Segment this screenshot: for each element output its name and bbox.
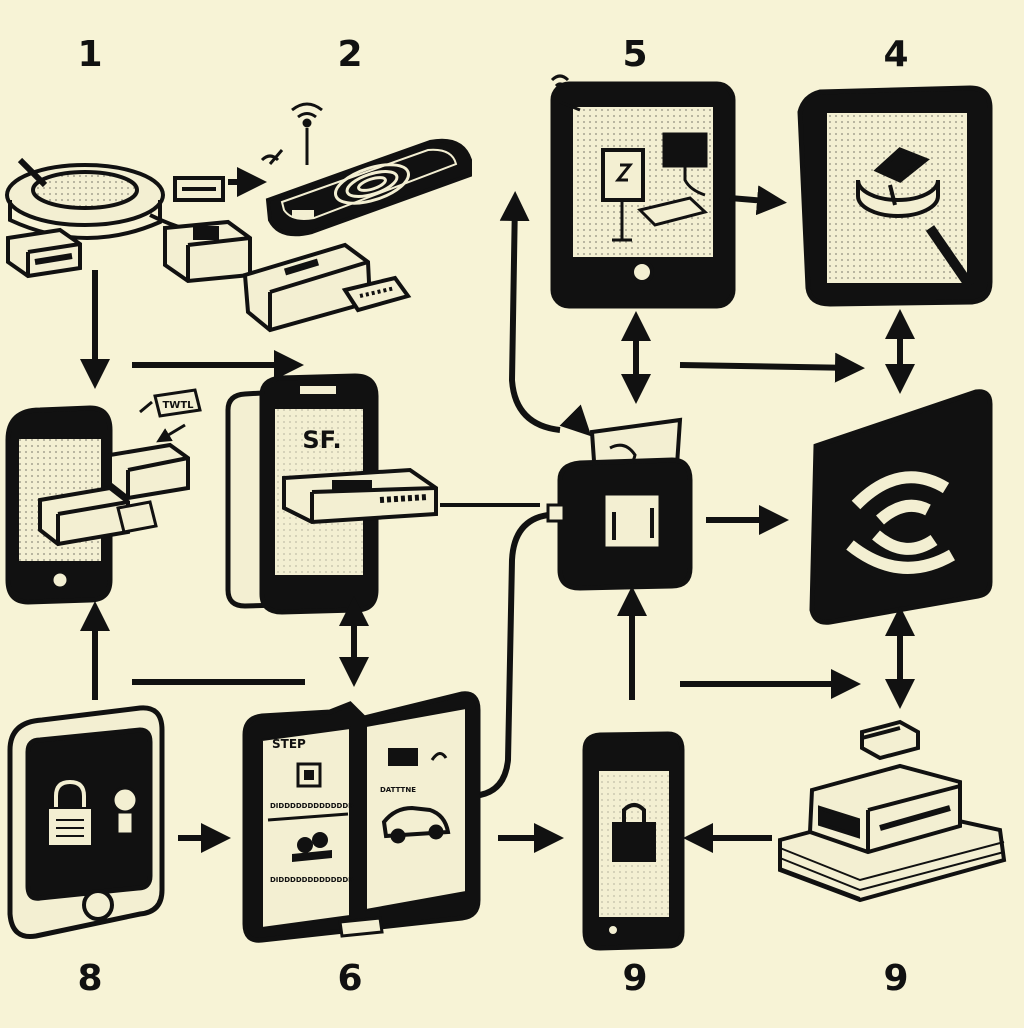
step-number-4: 4 [883, 34, 908, 75]
flow-arrows [80, 167, 915, 853]
step-number-1: 1 [77, 34, 102, 75]
book-heading-text: STEP [272, 737, 306, 751]
tag-label: TWTL [139, 388, 202, 443]
book-caption-text: DATTTNE [380, 786, 416, 794]
book-text-a: DIDDDDDDDDDDDDD [270, 802, 354, 810]
step-number-2: 2 [337, 34, 362, 75]
folded-phone-icon: SF. [225, 373, 438, 615]
tag-label-text: TWTL [162, 400, 194, 411]
phone-lock-bulb-icon [7, 705, 165, 940]
step-number-6: 6 [337, 958, 362, 999]
tablet-screens-icon [550, 81, 736, 309]
tablet-chart-stylus-icon [797, 85, 993, 307]
step-number-9a: 9 [622, 958, 647, 999]
book-text-b: DIDDDDDDDDDDDDD [270, 876, 354, 884]
connector-block-small-icon [6, 227, 82, 279]
phone-shopping-bag-icon [582, 731, 685, 951]
usb-stick-icon [242, 242, 412, 333]
step-guide-monitor-icon: STEP DIDDDDDDDDDDDDD DIDDDDDDDDDDDDD DAT… [242, 691, 481, 943]
usb-plug-small-icon [173, 176, 225, 202]
wifi-signal-icon [260, 102, 323, 165]
arrow-5-to-4 [729, 185, 787, 216]
step-number-8: 8 [77, 958, 102, 999]
wallet-card-icon [546, 417, 693, 591]
wifi-small-icon [550, 74, 581, 112]
fingerprint-phone-icon [265, 138, 472, 237]
package-stack-icon [778, 719, 1007, 903]
step-number-9b: 9 [883, 958, 908, 999]
step-number-5: 5 [622, 34, 647, 75]
cable-coil-icon [5, 157, 241, 242]
usb-adapter-icon [163, 219, 252, 284]
nfc-signal-icon [809, 389, 993, 625]
phone-usb-icon [5, 405, 190, 605]
arrow-wallet-to-tablet [499, 191, 561, 433]
arrow-right-top-right [679, 352, 865, 383]
arrow-book-to-wallet [479, 512, 549, 798]
phone-screen-text: SF. [302, 426, 341, 454]
